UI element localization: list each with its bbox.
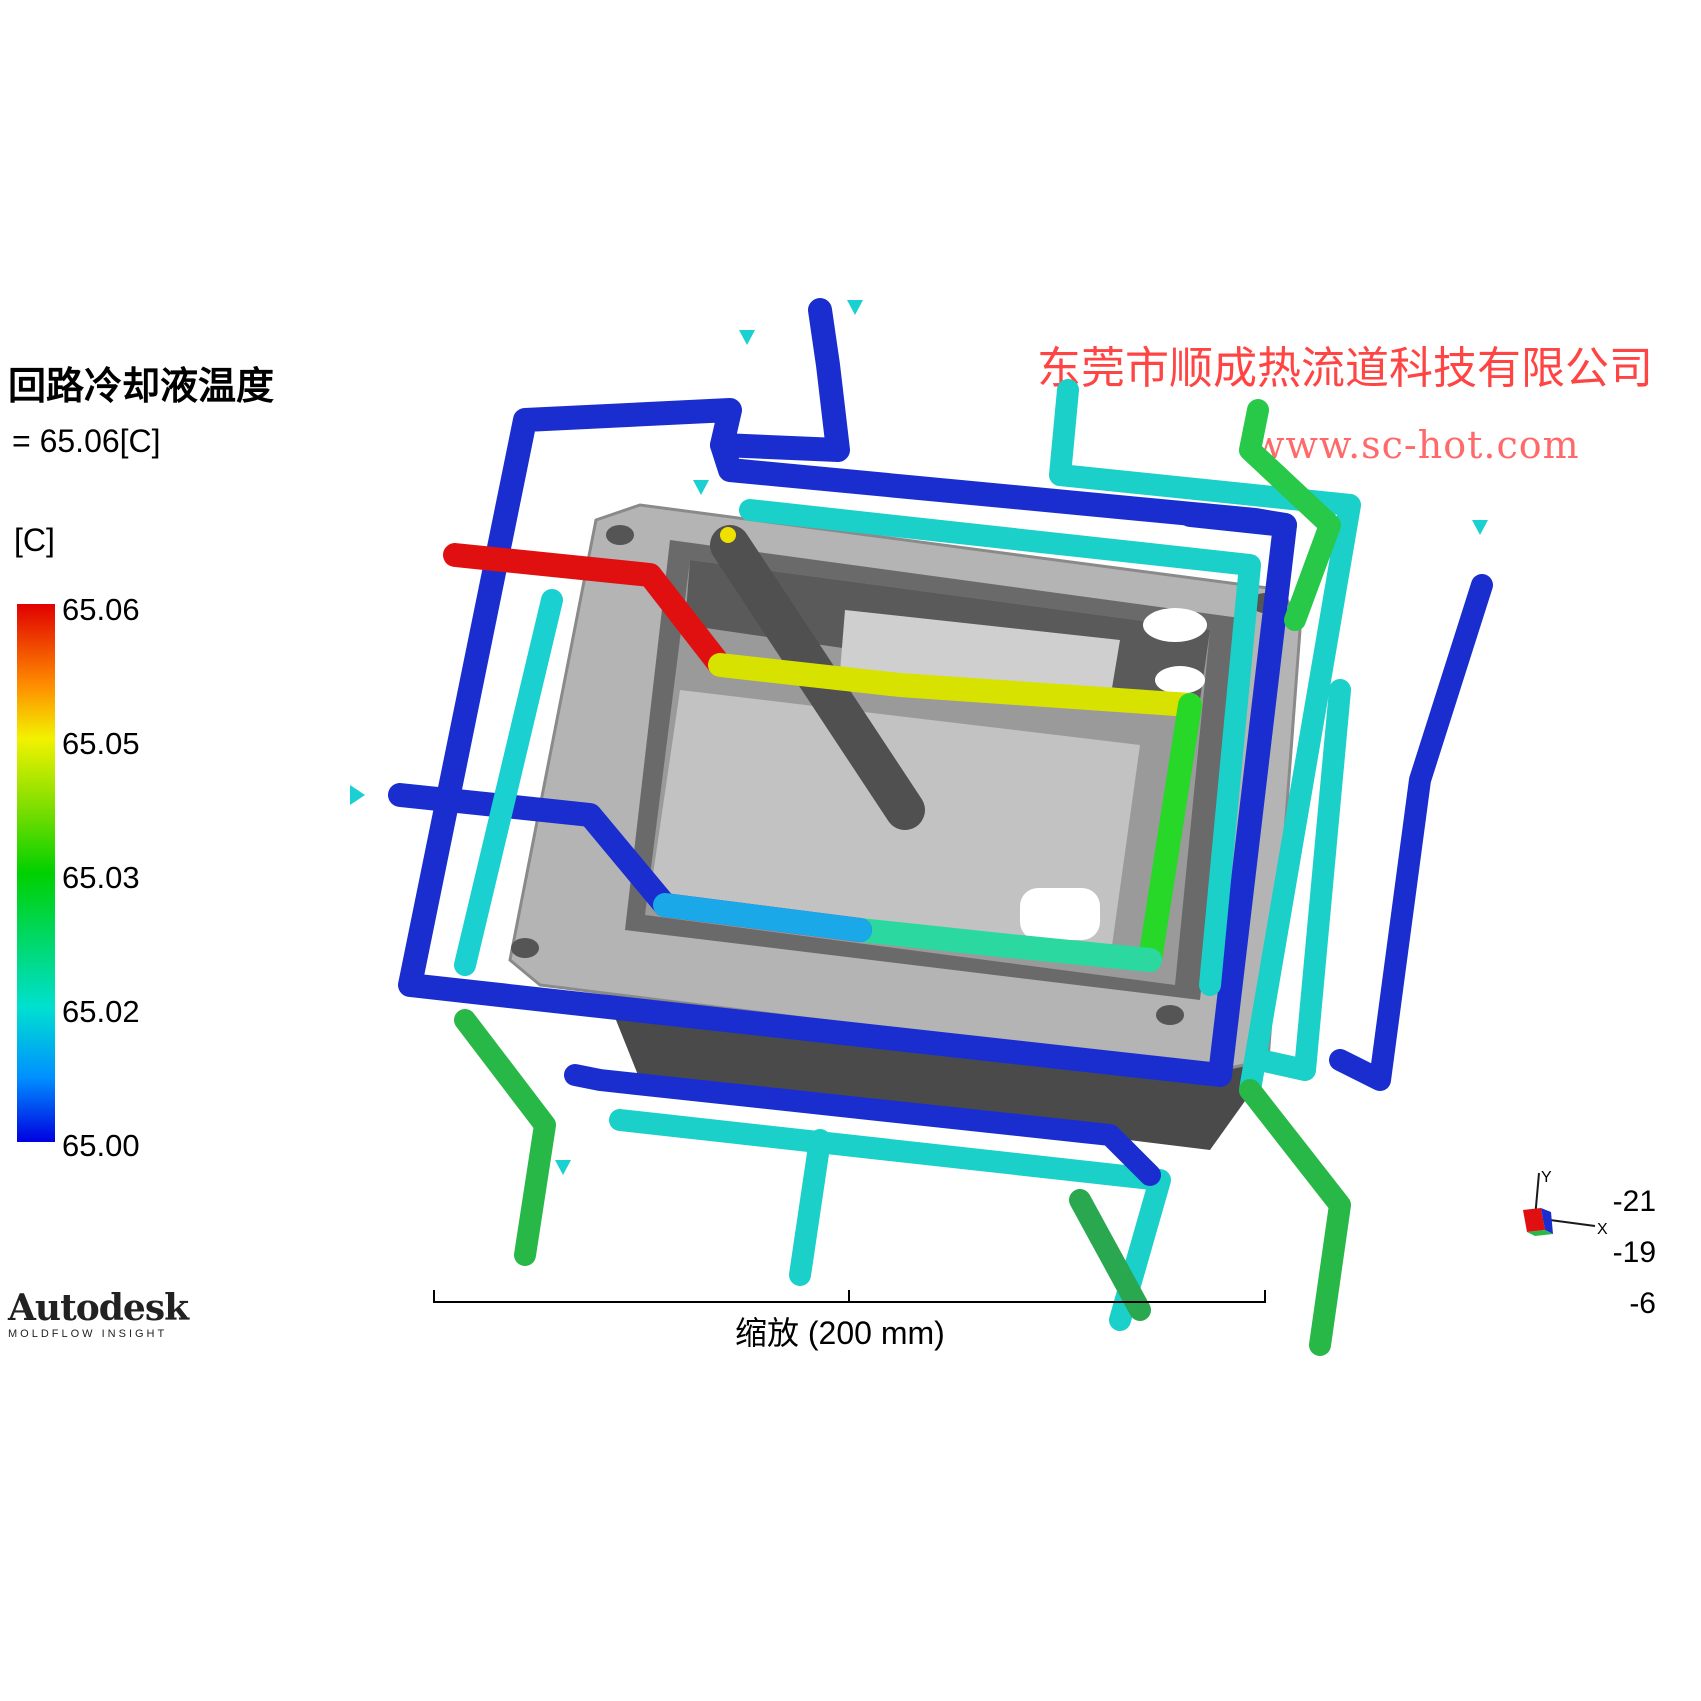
- view-rotation-x: -21: [1612, 1185, 1656, 1218]
- view-rotation-z: -6: [1629, 1287, 1656, 1320]
- color-scale-tick-3: 65.03: [62, 860, 140, 895]
- unit-label: [C]: [14, 522, 55, 558]
- watermark-url: www.sc-hot.com: [1252, 423, 1580, 467]
- axis-x-label: X: [1597, 1221, 1608, 1238]
- color-scale-tick-4: 65.02: [62, 994, 140, 1029]
- color-scale-tick-max: 65.06: [62, 592, 140, 627]
- color-scale-bar: [17, 604, 55, 1142]
- axis-y-label: Y: [1541, 1169, 1552, 1186]
- color-scale-tick-2: 65.05: [62, 726, 140, 761]
- color-scale-tick-min: 65.00: [62, 1128, 140, 1163]
- logo-brand-text: Autodesk: [8, 1287, 189, 1329]
- result-value: = 65.06[C]: [12, 423, 161, 459]
- model-viewport[interactable]: [320, 290, 1520, 1370]
- watermark-company-name: 东莞市顺成热流道科技有限公司: [1037, 343, 1653, 394]
- cooling-channels: [388, 298, 1493, 1356]
- mold-part: [508, 503, 1302, 1150]
- autodesk-logo: Autodesk MOLDFLOW INSIGHT: [8, 1287, 189, 1340]
- scale-label: 缩放 (200 mm): [735, 1315, 945, 1351]
- view-rotation-y: -19: [1612, 1236, 1656, 1269]
- scale-bar: [433, 1290, 1266, 1303]
- inlet-arrows: [350, 300, 1488, 1175]
- logo-product-text: MOLDFLOW INSIGHT: [8, 1328, 168, 1340]
- result-title: 回路冷却液温度: [8, 363, 275, 408]
- axis-triad[interactable]: Y X: [1505, 1168, 1610, 1253]
